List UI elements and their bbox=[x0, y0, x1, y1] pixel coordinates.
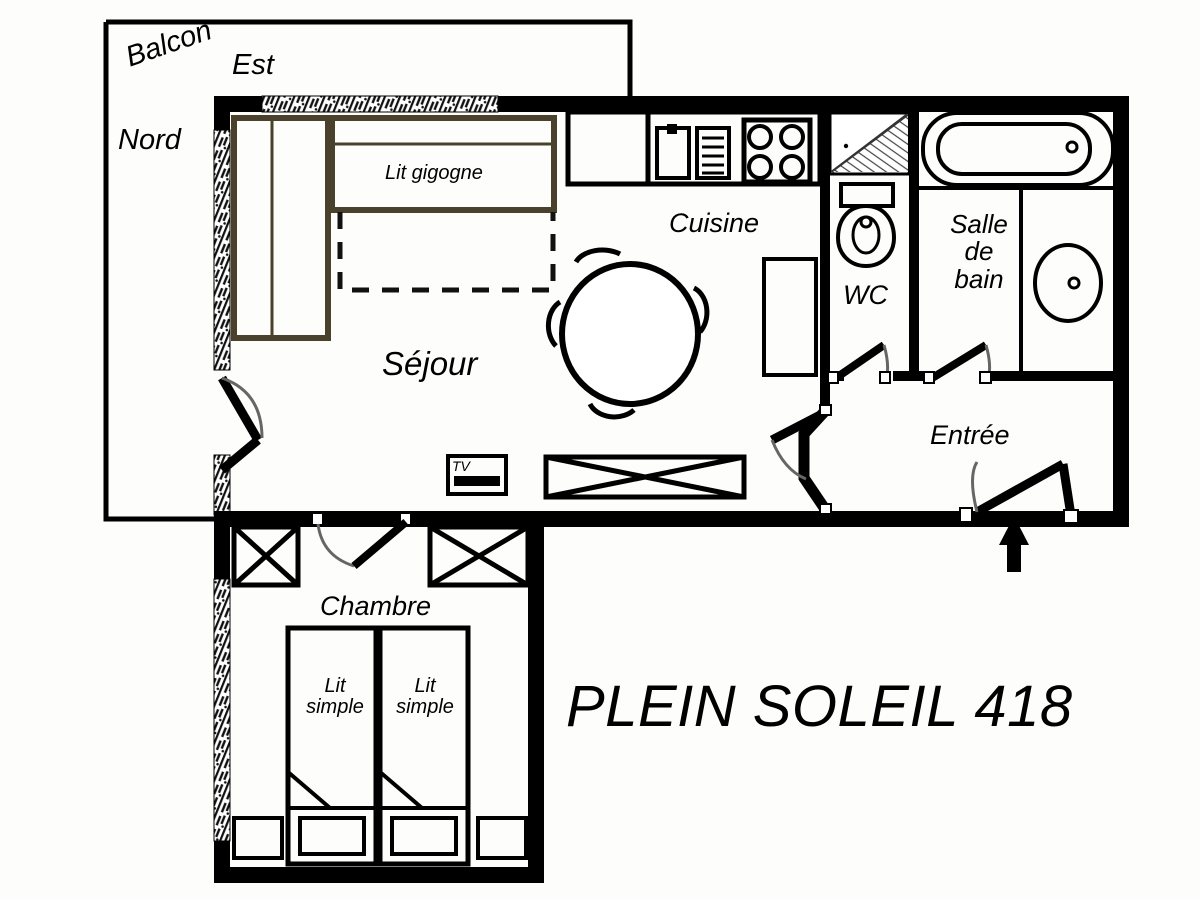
sejour-furniture bbox=[231, 115, 747, 500]
bathroom-fixtures bbox=[919, 111, 1115, 384]
label-salle-de-bain: Salle de bain bbox=[939, 209, 1019, 294]
label-salle-de-bain-line3: bain bbox=[954, 263, 1004, 294]
dining-set bbox=[545, 247, 710, 420]
label-est: Est bbox=[232, 49, 274, 81]
balcony-outline bbox=[103, 19, 633, 522]
label-lit-simple-2-line1: Lit bbox=[414, 675, 436, 697]
label-tv: TV bbox=[452, 458, 470, 474]
label-salle-de-bain-line1: Salle bbox=[950, 209, 1008, 239]
label-lit-simple-1-line2: simple bbox=[306, 696, 364, 718]
label-lit-simple-2: Lit simple bbox=[390, 676, 460, 718]
balcony-door-sejour bbox=[218, 375, 264, 474]
chambre-fixtures bbox=[231, 512, 531, 867]
label-lit-simple-2-line2: simple bbox=[396, 696, 454, 718]
label-salle-de-bain-line2: de bbox=[964, 236, 994, 267]
label-sejour: Séjour bbox=[382, 345, 478, 382]
label-nord: Nord bbox=[118, 124, 181, 156]
label-cuisine: Cuisine bbox=[669, 208, 760, 238]
sejour-entree-partition bbox=[769, 404, 832, 516]
label-lit-simple-1: Lit simple bbox=[300, 676, 370, 718]
kitchen-fixtures bbox=[565, 109, 823, 377]
label-entree: Entrée bbox=[930, 420, 1010, 450]
wc-fixtures bbox=[827, 111, 911, 384]
plan-title: PLEIN SOLEIL 418 bbox=[566, 674, 1073, 739]
apartment-walls bbox=[213, 95, 1129, 883]
label-lit-gigogne: Lit gigogne bbox=[385, 162, 483, 184]
label-chambre: Chambre bbox=[320, 591, 432, 621]
label-wc: WC bbox=[843, 280, 888, 310]
label-lit-simple-1-line1: Lit bbox=[324, 675, 346, 697]
entrance-door bbox=[959, 460, 1079, 572]
